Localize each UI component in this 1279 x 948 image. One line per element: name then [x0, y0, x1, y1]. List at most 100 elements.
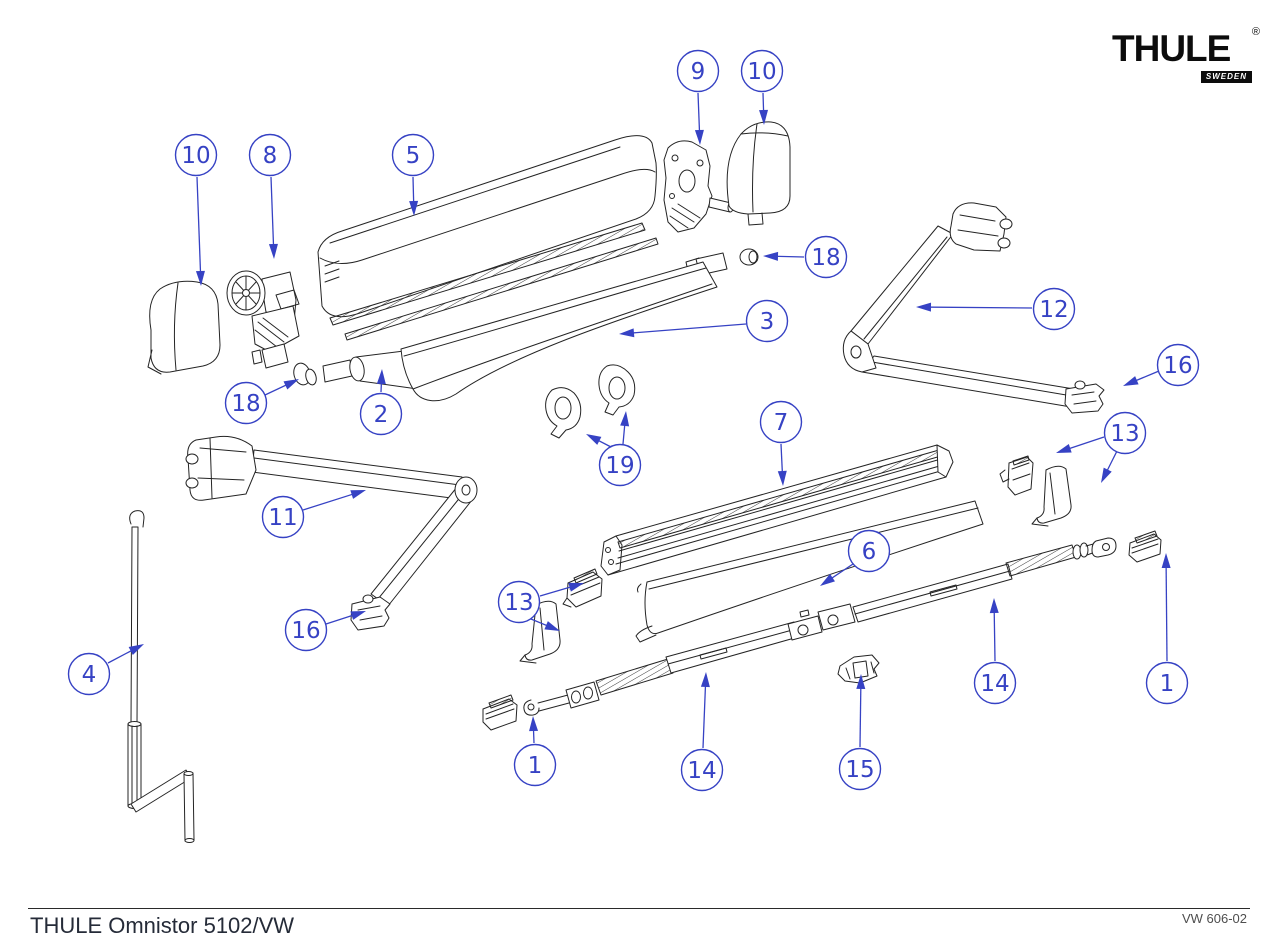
part-clamp-rings: [546, 365, 635, 438]
callout-4: 4: [69, 644, 144, 695]
callout-arrow-line: [1166, 559, 1167, 661]
footer-divider: [28, 908, 1250, 909]
callout-number: 10: [181, 143, 210, 169]
callout-number: 1: [528, 753, 543, 779]
callout-number: 10: [747, 59, 776, 85]
part-end-cap-left: [148, 281, 220, 374]
callout-arrowhead: [1123, 376, 1139, 386]
callout-number: 3: [760, 309, 775, 335]
callout-arrowhead: [568, 582, 584, 592]
callout-circle: [975, 663, 1016, 704]
part-tension-rafter-left: [524, 622, 798, 715]
callout-circle: [69, 654, 110, 695]
callout-arrowhead: [620, 411, 630, 427]
callout-number: 13: [504, 590, 533, 616]
part-rafter-bracket: [838, 655, 879, 683]
callout-number: 11: [268, 505, 297, 531]
part-awning-fabric: [401, 262, 717, 401]
callout-16: 16: [1123, 345, 1199, 387]
callout-number: 2: [374, 402, 389, 428]
callout-number: 7: [774, 410, 789, 436]
part-case-profile: [318, 136, 658, 340]
callout-circle: [1158, 345, 1199, 386]
callout-arrowhead: [1056, 443, 1072, 453]
thule-logo-tagline: SWEDEN: [1200, 71, 1252, 83]
callout-arrowhead: [376, 369, 386, 385]
callout-arrowhead: [586, 434, 602, 445]
callout-6: 6: [820, 531, 890, 586]
callout-1: 1: [1147, 553, 1188, 704]
part-spring-arm-left: [186, 436, 477, 630]
part-spring-arm-right: [843, 203, 1104, 413]
callout-circle: [806, 237, 847, 278]
callout-2: 2: [361, 369, 402, 435]
callout-number: 14: [980, 671, 1009, 697]
part-rafter-middle-joint: [788, 604, 855, 640]
callout-15: 15: [840, 674, 881, 790]
callout-arrow-line: [197, 177, 201, 280]
callout-circle: [1034, 289, 1075, 330]
callout-number: 16: [291, 618, 320, 644]
part-end-clip-left: [483, 695, 517, 730]
callout-circle: [393, 135, 434, 176]
callout-arrow-line: [303, 492, 360, 510]
callout-circle: [840, 749, 881, 790]
callout-12: 12: [916, 289, 1075, 330]
callout-11: 11: [263, 490, 366, 538]
callout-number: 12: [1039, 297, 1068, 323]
callout-8: 8: [250, 135, 291, 259]
callout-number: 15: [845, 757, 874, 783]
callout-1: 1: [515, 716, 556, 786]
callout-7: 7: [761, 402, 802, 486]
part-crank-handle: [128, 511, 194, 843]
callout-arrowhead: [820, 573, 835, 586]
callout-18: 18: [226, 379, 299, 424]
part-support-set-right: [1000, 456, 1071, 526]
callout-10: 10: [742, 51, 783, 125]
callout-number: 18: [811, 245, 840, 271]
callout-number: 13: [1110, 421, 1139, 447]
callout-5: 5: [393, 135, 434, 216]
callout-circle: [176, 135, 217, 176]
drawing-number: VW 606-02: [1181, 911, 1247, 926]
callout-number: 5: [406, 143, 421, 169]
part-valance: [636, 501, 983, 642]
callout-circle: [515, 745, 556, 786]
callout-number: 18: [231, 391, 260, 417]
part-cap-right: [740, 249, 758, 265]
callout-circle: [747, 301, 788, 342]
callout-arrowhead: [195, 270, 205, 286]
callout-arrow-line: [625, 324, 746, 334]
callout-arrow-line: [703, 678, 706, 748]
callout-arrow-line: [922, 307, 1032, 308]
callout-circle: [742, 51, 783, 92]
callout-number: 6: [862, 539, 877, 565]
callout-arrowhead: [777, 470, 787, 486]
callout-arrow-line: [994, 604, 995, 661]
callout-circle: [263, 497, 304, 538]
callout-14: 14: [975, 598, 1016, 704]
callout-number: 4: [82, 662, 97, 688]
callout-3: 3: [619, 301, 788, 342]
callout-arrowhead: [694, 129, 704, 145]
product-title: THULE Omnistor 5102/VW: [30, 913, 295, 938]
callout-circle: [849, 531, 890, 572]
callout-arrowhead: [619, 328, 635, 338]
callout-arrowhead: [268, 243, 278, 259]
callout-circle: [1147, 663, 1188, 704]
thule-logo: THULE ® SWEDEN: [1112, 26, 1260, 83]
callout-13: 13: [499, 582, 584, 631]
part-lead-rail: [601, 445, 953, 575]
callout-number: 14: [687, 758, 716, 784]
callout-circle: [761, 402, 802, 443]
callout-arrowhead: [409, 200, 419, 216]
callout-13: 13: [1056, 413, 1146, 483]
callout-circle: [678, 51, 719, 92]
callout-arrowhead: [283, 379, 299, 390]
callout-arrowhead: [916, 302, 932, 312]
callout-circle: [600, 445, 641, 486]
callout-circle: [286, 610, 327, 651]
callout-18: 18: [763, 237, 847, 278]
